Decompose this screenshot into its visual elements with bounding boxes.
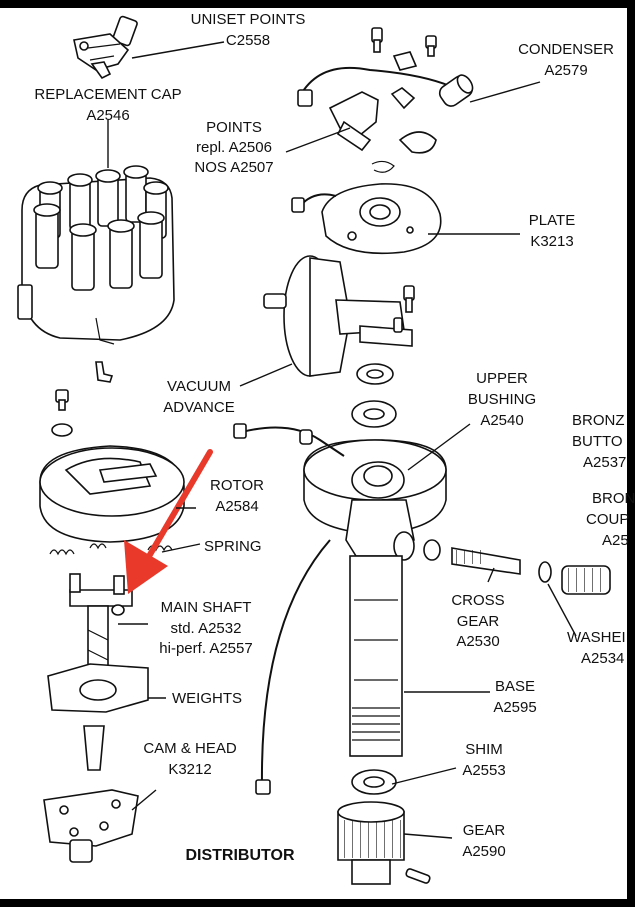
label-replacement-cap-name: REPLACEMENT CAP	[34, 86, 181, 103]
label-vacuum-advance-line2: ADVANCE	[163, 399, 234, 416]
diagram-title: DISTRIBUTOR	[185, 847, 294, 864]
plate-drawing	[291, 183, 442, 255]
label-washer-code: A2534	[581, 650, 624, 667]
label-rotor-code: A2584	[215, 498, 258, 515]
label-upper-bushing-line1: UPPER	[476, 370, 528, 387]
label-main-shaft-name: MAIN SHAFT	[161, 599, 252, 616]
label-gear-name: GEAR	[463, 822, 506, 839]
cross-gear-drawing	[423, 539, 611, 595]
label-upper-bushing-line2: BUSHING	[468, 391, 536, 408]
label-points-name: POINTS	[206, 119, 262, 136]
label-points-repl: repl. A2506	[196, 139, 272, 156]
label-cross-gear-line2: GEAR	[457, 613, 500, 630]
label-rotor-name: ROTOR	[210, 477, 264, 494]
label-cross-gear-line1: CROSS	[451, 592, 504, 609]
label-spring-name: SPRING	[204, 538, 262, 555]
label-bronze-button-line2: BUTTO	[572, 433, 623, 450]
shim-gear-drawing	[337, 769, 431, 885]
label-vacuum-advance-line1: VACUUM	[167, 378, 231, 395]
upper-washers-drawing	[351, 363, 397, 428]
label-replacement-cap-code: A2546	[86, 107, 129, 124]
vacuum-advance-drawing	[263, 255, 415, 377]
label-main-shaft-hiperf: hi-perf. A2557	[159, 640, 252, 657]
main-shaft-drawing	[47, 573, 149, 771]
label-plate-name: PLATE	[529, 212, 575, 229]
label-bronze-coupling-code: A25	[602, 532, 629, 549]
label-base-name: BASE	[495, 678, 535, 695]
replacement-cap-drawing	[17, 165, 175, 383]
condenser-drawing	[438, 74, 474, 107]
label-cam-head-name: CAM & HEAD	[143, 740, 237, 757]
labels: UNISET POINTS C2558 REPLACEMENT CAP A254…	[34, 11, 635, 864]
label-shim-name: SHIM	[465, 741, 503, 758]
rotor-drawing	[39, 389, 185, 543]
label-uniset-points-name: UNISET POINTS	[191, 11, 306, 28]
uniset-points-drawing	[73, 15, 138, 80]
label-condenser-name: CONDENSER	[518, 41, 614, 58]
label-cross-gear-code: A2530	[456, 633, 499, 650]
label-weights-name: WEIGHTS	[172, 690, 242, 707]
cam-head-drawing	[43, 789, 139, 863]
label-main-shaft-std: std. A2532	[171, 620, 242, 637]
label-upper-bushing-code: A2540	[480, 412, 523, 429]
distributor-base-drawing	[233, 423, 447, 795]
label-condenser-code: A2579	[544, 62, 587, 79]
red-arrow-annotation	[124, 449, 213, 594]
label-cam-head-code: K3212	[168, 761, 211, 778]
label-plate-code: K3213	[530, 233, 573, 250]
label-bronze-button-code: A2537	[583, 454, 626, 471]
label-bronze-button-line1: BRONZ	[572, 412, 625, 429]
label-uniset-points-code: C2558	[226, 32, 270, 49]
label-base-code: A2595	[493, 699, 536, 716]
label-points-nos: NOS A2507	[194, 159, 273, 176]
label-washer-name: WASHEI	[567, 629, 626, 646]
label-bronze-coupling-line2: COUP	[586, 511, 629, 528]
small-screws-drawing	[371, 27, 437, 71]
label-shim-code: A2553	[462, 762, 505, 779]
label-gear-code: A2590	[462, 843, 505, 860]
leader-lines	[107, 41, 577, 839]
label-bronze-coupling-line1: BRON	[592, 490, 635, 507]
